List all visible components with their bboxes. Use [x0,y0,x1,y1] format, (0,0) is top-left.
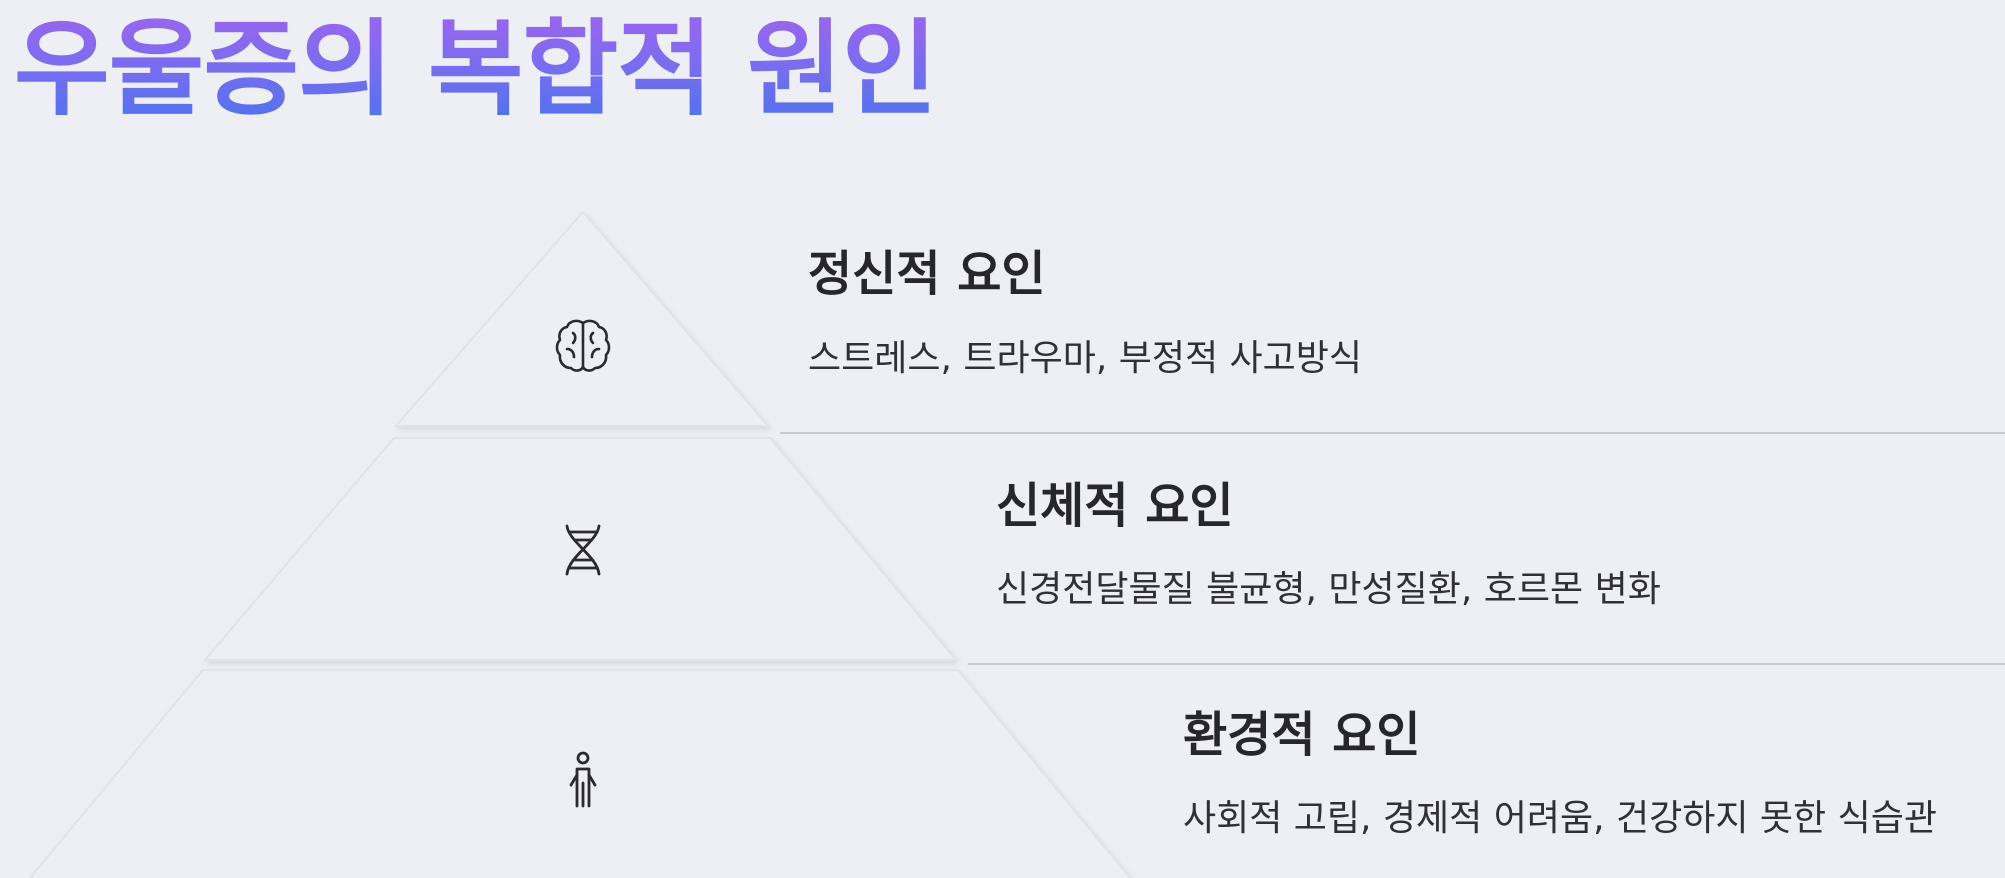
page-title: 우울증의 복합적 원인 [14,8,938,130]
person-icon [551,749,615,813]
pyramid-tier-3 [28,669,1132,878]
tier-1-description: 스트레스, 트라우마, 부정적 사고방식 [808,338,1363,379]
tier-1-heading: 정신적 요인 [808,246,1046,302]
tier-2-heading: 신체적 요인 [996,478,1234,534]
dna-icon [551,518,615,582]
tier-2-description: 신경전달물질 불균형, 만성질환, 호르몬 변화 [996,569,1661,610]
pyramid-tier-1 [393,210,771,427]
brain-icon [551,313,615,377]
tier-3-heading: 환경적 요인 [1183,707,1421,763]
pyramid-tier-2 [202,437,959,661]
tier-3-description: 사회적 고립, 경제적 어려움, 건강하지 못한 식습관 [1183,798,1937,839]
